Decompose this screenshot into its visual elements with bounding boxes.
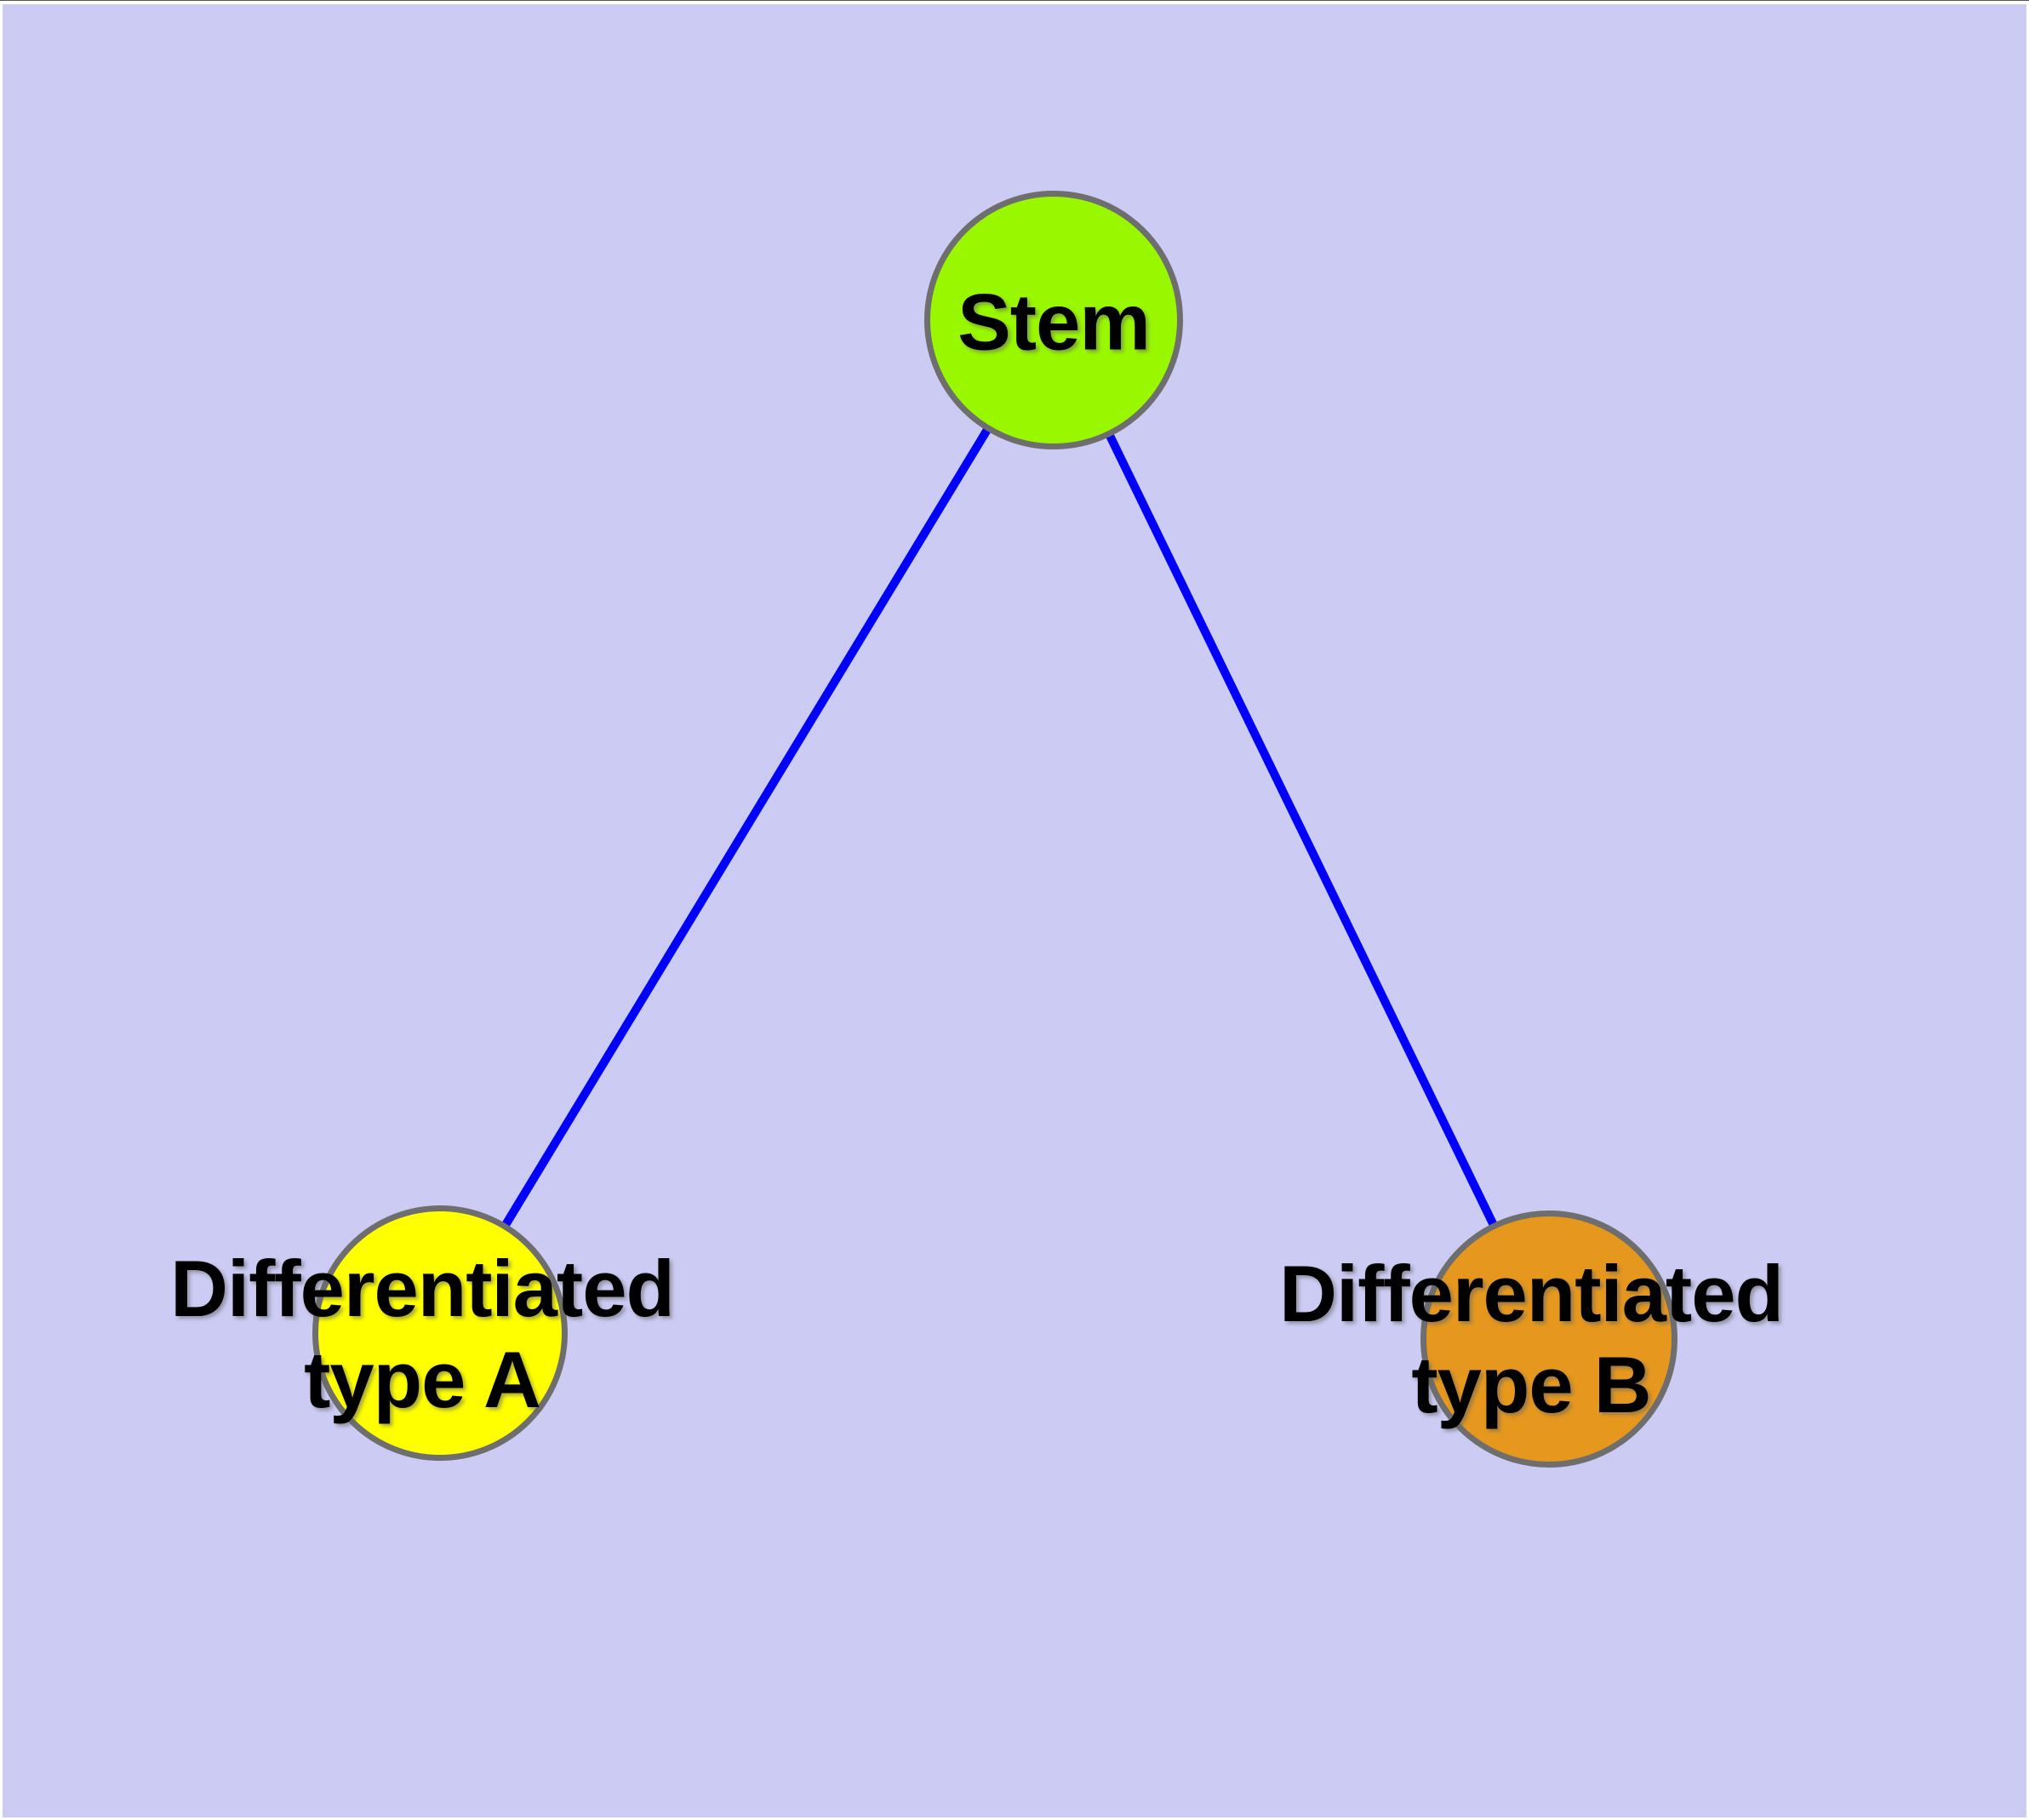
node-type-a-label-line2: type A — [304, 1335, 541, 1424]
edge-stem-to-type-b — [1049, 318, 1553, 1342]
node-type-b-circle — [1420, 1210, 1677, 1468]
edge-stem-to-type-a — [436, 318, 1058, 1336]
node-type-a-label-line1: Differentiated — [170, 1244, 675, 1333]
node-type-a-label: Differentiated type A — [170, 1243, 675, 1425]
node-type-a-circle — [312, 1205, 568, 1461]
node-stem-circle — [924, 191, 1183, 449]
node-stem-label-line: Stem — [957, 277, 1151, 367]
node-type-b-label-line2: type B — [1411, 1340, 1651, 1429]
node-type-b-label: Differentiated type B — [1279, 1248, 1784, 1430]
node-stem-label: Stem — [957, 277, 1151, 368]
node-type-b-label-line1: Differentiated — [1279, 1249, 1784, 1338]
